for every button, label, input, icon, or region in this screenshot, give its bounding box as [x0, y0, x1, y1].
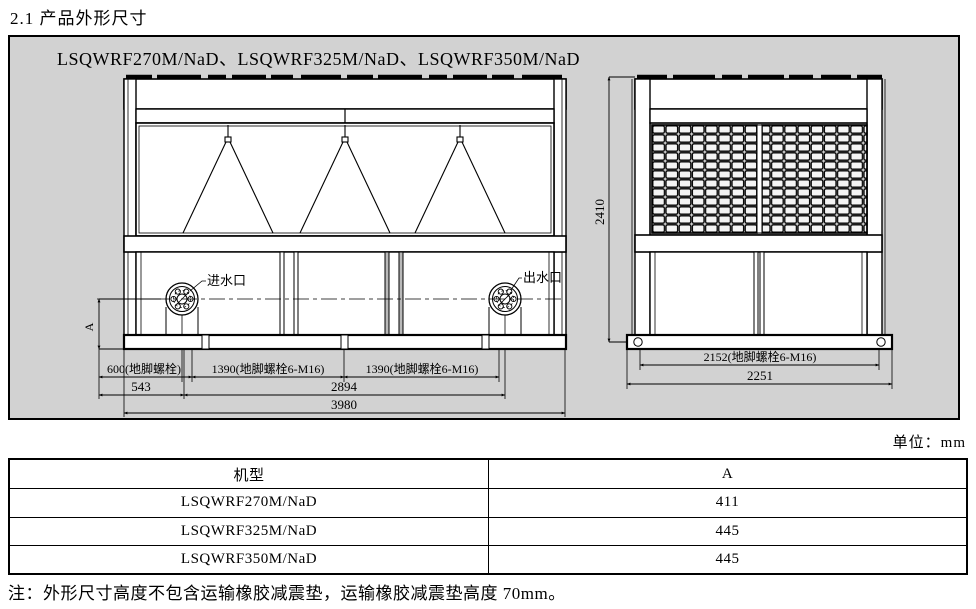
dim-2410-text: 2410 — [592, 199, 607, 225]
technical-drawing: 进水口 出水口 A 600(地脚螺栓) 1390(地脚螺栓6-M16) 1390… — [82, 74, 894, 417]
table-header-model: 机型 — [10, 460, 489, 489]
unit-label: 单位：mm — [892, 435, 966, 451]
table-row-model: LSQWRF350M/NaD — [10, 544, 489, 573]
section-title: 2.1 产品外形尺寸 — [10, 9, 148, 28]
outlet-label: 出水口 — [523, 270, 562, 285]
dim-a-bracket — [97, 298, 161, 350]
table-row-value: 445 — [489, 516, 966, 545]
dim-2251-text: 2251 — [747, 368, 773, 383]
dim-2894-text: 2894 — [331, 379, 358, 394]
anchor-bolt-hole-right — [876, 337, 886, 347]
dim-543-text: 543 — [131, 379, 151, 394]
side-extension-lines — [626, 349, 893, 389]
table-header-a: A — [721, 465, 734, 482]
dim-a-text: A — [82, 322, 96, 331]
inlet-label: 进水口 — [207, 273, 246, 288]
dim-3980-text: 3980 — [331, 397, 357, 412]
fan-support-triangles — [182, 125, 506, 234]
dim-600-text: 600(地脚螺栓) — [107, 361, 181, 376]
side-view — [607, 74, 894, 389]
dim-1390b-text: 1390(地脚螺栓6-M16) — [366, 361, 479, 376]
front-view — [97, 74, 568, 417]
anchor-bolt-hole-left — [633, 337, 643, 347]
table-row-value: 445 — [489, 544, 966, 573]
side-base-rail — [625, 333, 894, 351]
dimension-drawing-panel: LSQWRF270M/NaD、LSQWRF325M/NaD、LSQWRF350M… — [8, 35, 960, 420]
model-series-label: LSQWRF270M/NaD、LSQWRF325M/NaD、LSQWRF350M… — [57, 49, 581, 69]
footnote: 注：外形尺寸高度不包含运输橡胶减震垫，运输橡胶减震垫高度 70mm。 — [8, 584, 566, 603]
model-dimension-table: 机型 A LSQWRF270M/NaD 411 LSQWRF325M/NaD 4… — [8, 458, 968, 575]
dim-1390a-text: 1390(地脚螺栓6-M16) — [212, 361, 325, 376]
table-row-model: LSQWRF270M/NaD — [10, 488, 489, 517]
table-row-value: 411 — [489, 488, 966, 516]
coil-mesh — [649, 122, 868, 236]
dim-2152-text: 2152(地脚螺栓6-M16) — [704, 349, 817, 364]
dim-2410-bracket — [607, 76, 635, 343]
table-row-model: LSQWRF325M/NaD — [10, 516, 489, 545]
